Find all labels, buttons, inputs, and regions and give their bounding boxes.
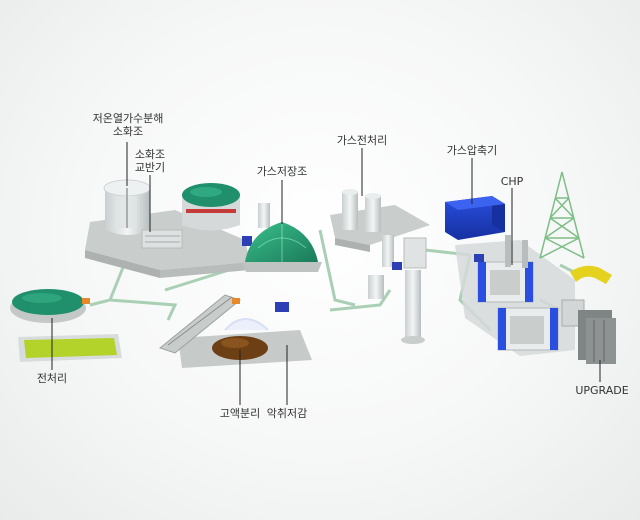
label-low-temp-hydrolysis: 저온열가수분해 소화조 bbox=[88, 112, 168, 138]
label-chp: CHP bbox=[500, 175, 524, 188]
odor-tent bbox=[224, 318, 269, 331]
label-agitator-line2: 교반기 bbox=[134, 161, 166, 174]
label-odor-reduction: 악취저감 bbox=[266, 407, 308, 420]
yellow-gas-pipe bbox=[570, 265, 612, 284]
label-pretreatment: 전처리 bbox=[36, 372, 68, 385]
upgrade-units bbox=[561, 299, 616, 364]
label-gas-pretreatment: 가스전처리 bbox=[336, 134, 388, 147]
gas-pretreatment-tanks bbox=[342, 189, 427, 270]
sludge-pile bbox=[212, 336, 268, 360]
digester-piping bbox=[242, 203, 270, 246]
chp-unit-upper bbox=[477, 261, 534, 303]
chp-unit-lower bbox=[497, 307, 559, 351]
label-digester-top-text: 소화조 bbox=[112, 125, 144, 138]
digester-agitator bbox=[141, 229, 183, 249]
label-solid-liquid-separation: 고액분리 bbox=[219, 407, 261, 420]
label-agitator-line1: 소화조 bbox=[134, 148, 166, 161]
label-gas-storage-tank: 가스저장조 bbox=[256, 165, 308, 178]
leader-lines bbox=[51, 142, 601, 405]
chp-stacks bbox=[474, 235, 528, 268]
pretreatment-tank bbox=[10, 289, 90, 323]
transmission-tower bbox=[539, 171, 585, 259]
label-gas-compressor: 가스압축기 bbox=[446, 144, 498, 157]
gas-storage-dome bbox=[242, 222, 322, 272]
hydrolysis-tank bbox=[103, 179, 151, 235]
label-digester-agitator: 소화조 교반기 bbox=[130, 148, 170, 174]
gas-compressor bbox=[445, 196, 505, 240]
scrubber-column bbox=[368, 270, 425, 344]
label-low-temp-hydrolysis-text: 저온열가수분해 bbox=[92, 112, 164, 125]
digester-tank bbox=[182, 183, 240, 231]
pretreatment-pool bbox=[18, 334, 122, 362]
label-upgrade: UPGRADE bbox=[575, 384, 629, 397]
separation-pump bbox=[232, 298, 289, 312]
